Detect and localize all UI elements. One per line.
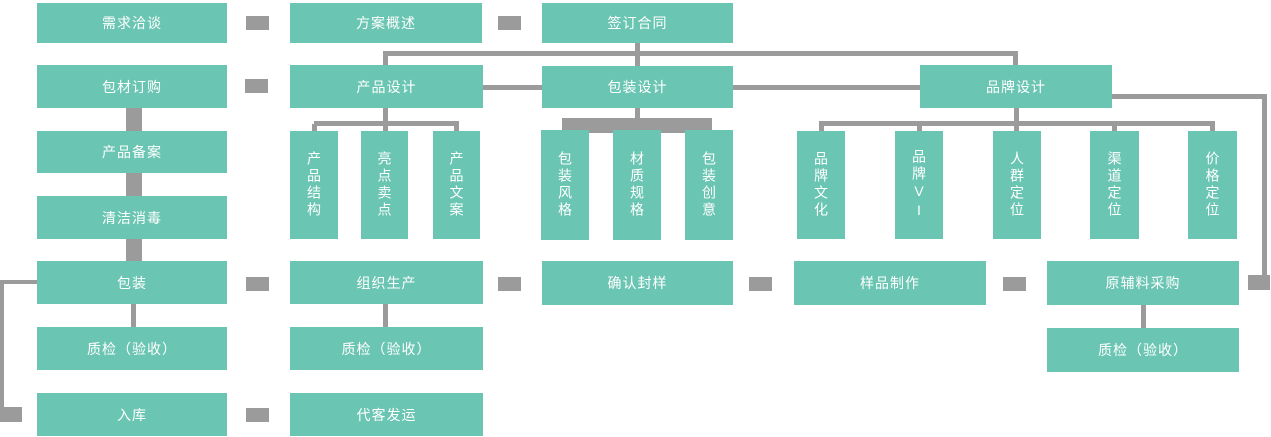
connector-rightedge-stub <box>1248 275 1270 290</box>
node-demand-negotiation[interactable]: 需求洽谈 <box>37 3 227 43</box>
node-product-copywriting[interactable]: 产品文案 <box>433 131 480 239</box>
connector-productdesign-riser <box>383 108 388 132</box>
node-proposal-overview[interactable]: 方案概述 <box>290 3 482 43</box>
node-highlight-selling-points[interactable]: 亮点卖点 <box>361 131 408 239</box>
dash-samplemaking-procurement <box>1003 277 1026 291</box>
connector-tree-horizontal <box>383 51 1018 56</box>
node-cleaning-disinfection[interactable]: 清洁消毒 <box>37 196 227 239</box>
stub-registration-disinfection <box>126 173 142 196</box>
node-contract-signing[interactable]: 签订合同 <box>542 3 733 43</box>
node-brand-design[interactable]: 品牌设计 <box>920 65 1112 108</box>
node-sample-making[interactable]: 样品制作 <box>794 261 986 305</box>
dash-warehousing-shipping <box>246 408 269 422</box>
node-packaging-material-order[interactable]: 包材订购 <box>37 65 227 108</box>
dash-demand-proposal <box>246 16 269 30</box>
node-qc-acceptance-left[interactable]: 质检（验收） <box>37 327 227 370</box>
node-brand-culture[interactable]: 品牌文化 <box>797 131 845 239</box>
connector-packing-qc <box>131 304 136 327</box>
stub-materialorder-registration <box>126 108 142 131</box>
connector-productdesign-children-bus <box>314 121 459 126</box>
connector-branddesign-rightedge <box>1112 94 1267 99</box>
connector-packagingdesign-children-bar <box>562 118 712 133</box>
dash-proposal-contract <box>498 16 521 30</box>
dash-packing-production <box>246 277 269 291</box>
dash-production-confirmsample <box>498 277 521 291</box>
connector-drop-brand-design <box>1013 53 1018 65</box>
node-price-positioning[interactable]: 价格定位 <box>1188 131 1237 239</box>
connector-drop-price-positioning <box>1210 124 1215 131</box>
node-warehousing[interactable]: 入库 <box>37 393 227 436</box>
node-product-structure[interactable]: 产品结构 <box>290 131 338 239</box>
connector-packagingdesign-branddesign <box>733 85 920 90</box>
node-organize-production[interactable]: 组织生产 <box>290 261 483 304</box>
connector-branddesign-children-bus <box>819 121 1215 126</box>
connector-drop-channel-positioning <box>1112 124 1117 131</box>
node-channel-positioning[interactable]: 渠道定位 <box>1090 131 1139 239</box>
connector-procurement-qc <box>1141 305 1146 328</box>
dash-confirmsample-samplemaking <box>749 277 772 291</box>
connector-rightedge-vertical <box>1262 94 1267 282</box>
connector-productdesign-packagingdesign <box>483 85 542 90</box>
stub-disinfection-packing <box>126 239 142 261</box>
connector-bracket-top <box>0 280 37 284</box>
dash-materialorder-productdesign <box>245 79 268 93</box>
node-packaging-creativity[interactable]: 包装创意 <box>685 130 733 240</box>
node-raw-material-procurement[interactable]: 原辅料采购 <box>1047 261 1239 305</box>
connector-packagingdesign-riser <box>635 108 640 118</box>
node-qc-acceptance-middle[interactable]: 质检（验收） <box>290 327 483 370</box>
connector-bracket-vertical <box>0 280 4 414</box>
connector-bracket-end-dash <box>0 407 22 422</box>
connector-drop-brand-culture <box>819 124 824 131</box>
connector-drop-product-structure <box>312 124 317 132</box>
node-confirm-sealed-sample[interactable]: 确认封样 <box>542 261 733 305</box>
connector-production-qc <box>383 304 388 327</box>
node-packing[interactable]: 包装 <box>37 261 227 304</box>
node-product-registration[interactable]: 产品备案 <box>37 131 227 173</box>
node-packaging-style[interactable]: 包装风格 <box>541 130 589 240</box>
node-brand-vi[interactable]: 品牌VI <box>895 131 943 239</box>
node-audience-positioning[interactable]: 人群定位 <box>993 131 1041 239</box>
connector-drop-product-design <box>383 53 388 65</box>
connector-branddesign-riser <box>1014 108 1019 131</box>
node-qc-acceptance-right[interactable]: 质检（验收） <box>1047 328 1239 372</box>
node-packaging-design[interactable]: 包装设计 <box>542 66 733 108</box>
node-consignment-shipping[interactable]: 代客发运 <box>290 393 483 436</box>
node-product-design[interactable]: 产品设计 <box>290 65 483 108</box>
connector-drop-product-copywriting <box>454 124 459 132</box>
connector-drop-brand-vi <box>917 124 922 131</box>
node-material-specifications[interactable]: 材质规格 <box>613 130 661 240</box>
